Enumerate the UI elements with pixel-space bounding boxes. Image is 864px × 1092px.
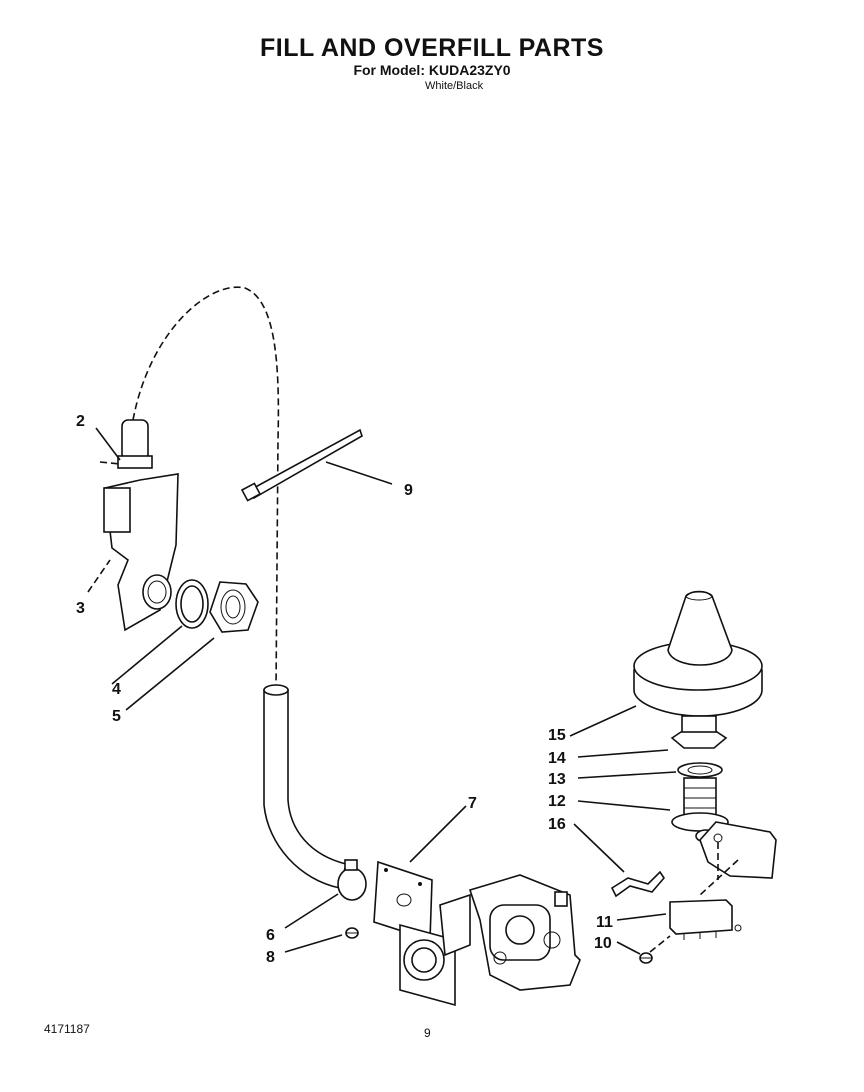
- hex-nut-part: [209, 581, 259, 633]
- callout-9: 9: [404, 482, 413, 499]
- fill-hose-part: [263, 684, 347, 889]
- micro-switch-part: [669, 899, 742, 940]
- leader-lines: [95, 427, 677, 955]
- hose-route-dashed: [132, 286, 280, 691]
- callout-13: 13: [548, 771, 566, 788]
- callout-12: 12: [548, 793, 566, 810]
- callout-14: 14: [548, 750, 566, 767]
- document-number: 4171187: [44, 1022, 90, 1036]
- callout-4: 4: [112, 681, 121, 698]
- float-washer-part: [677, 762, 723, 778]
- screw-part: [345, 927, 359, 939]
- callout-2: 2: [76, 413, 85, 430]
- float-nut-part: [670, 715, 728, 749]
- switch-screw-part: [639, 935, 671, 964]
- callout-7: 7: [468, 795, 477, 812]
- switch-lever-part: [610, 870, 666, 898]
- callout-16: 16: [548, 816, 566, 833]
- float-part: [633, 590, 763, 717]
- callout-10: 10: [594, 935, 612, 952]
- callout-11: 11: [596, 914, 613, 931]
- color-variant: White/Black: [425, 80, 484, 92]
- callout-5: 5: [112, 708, 121, 725]
- switch-bracket-part: [699, 821, 777, 896]
- callout-6: 6: [266, 927, 275, 944]
- page-number: 9: [424, 1026, 431, 1040]
- model-subtitle: For Model: KUDA23ZY0: [353, 62, 511, 78]
- hose-clamp-part: [337, 859, 367, 901]
- callout-8: 8: [266, 949, 275, 966]
- water-valve-part: [399, 874, 581, 1007]
- callout-3: 3: [76, 600, 85, 617]
- fill-funnel-part: [99, 419, 153, 469]
- gasket-part: [142, 574, 209, 629]
- cable-tie-part: [240, 428, 363, 502]
- callout-15: 15: [548, 727, 566, 744]
- page-title: FILL AND OVERFILL PARTS: [260, 34, 604, 62]
